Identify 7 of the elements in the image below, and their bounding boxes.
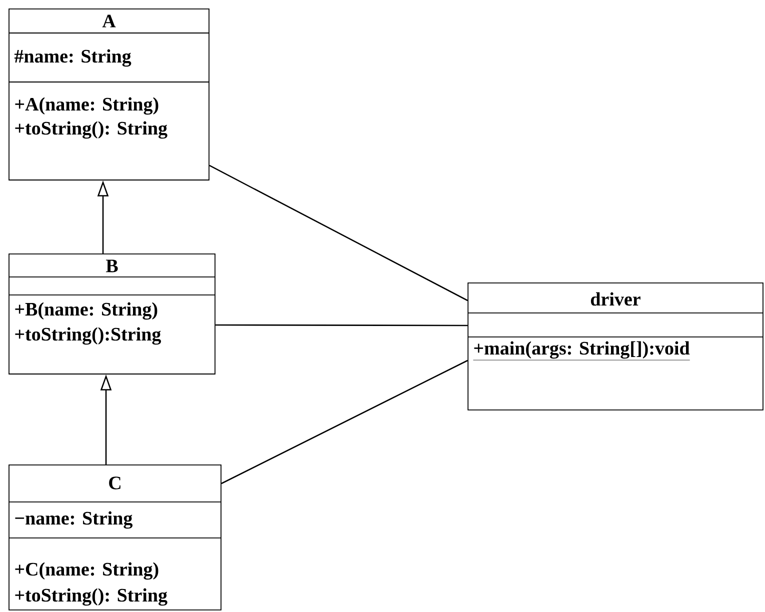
association-line [215, 324, 468, 326]
association-line [209, 164, 468, 302]
association-line [221, 360, 468, 484]
class-box: A #name: String +A(name: String) +toString(): String [8, 8, 210, 180]
class-box: driver +main(args: String[]):void [468, 282, 764, 410]
class-box: C −name: String +C(name: String) +toString(): String [8, 464, 222, 610]
class-box: B +B(name: String) +toString():String [8, 254, 216, 374]
